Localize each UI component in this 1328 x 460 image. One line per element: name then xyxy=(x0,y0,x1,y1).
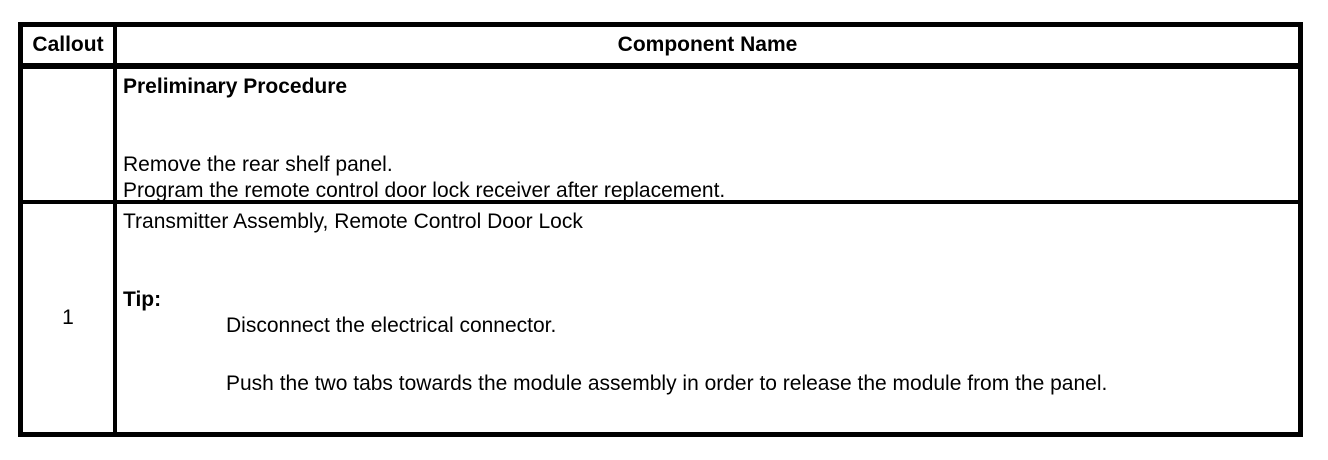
header-callout-label: Callout xyxy=(32,33,104,56)
header-component-cell: Component Name xyxy=(117,27,1298,63)
tip-label: Tip: xyxy=(123,288,162,311)
component-table: Callout Component Name Preliminary Proce… xyxy=(18,22,1303,437)
transmitter-body-cell: Transmitter Assembly, Remote Control Doo… xyxy=(117,204,1298,432)
callout-number: 1 xyxy=(62,306,74,329)
preliminary-procedure-title: Preliminary Procedure xyxy=(123,75,348,98)
preliminary-body-cell: Preliminary Procedure Remove the rear sh… xyxy=(117,69,1298,200)
preliminary-procedure-row: Preliminary Procedure Remove the rear sh… xyxy=(23,63,1298,200)
tip-step-push-tabs: Push the two tabs towards the module ass… xyxy=(226,372,1108,395)
header-component-label: Component Name xyxy=(617,33,798,56)
table-header-row: Callout Component Name xyxy=(23,27,1298,63)
component-name-transmitter-assembly: Transmitter Assembly, Remote Control Doo… xyxy=(123,210,583,233)
tip-step-disconnect-connector: Disconnect the electrical connector. xyxy=(226,314,557,337)
callout-number-cell: 1 xyxy=(23,204,117,432)
step-program-receiver: Program the remote control door lock rec… xyxy=(123,179,726,200)
transmitter-assembly-row: 1 Transmitter Assembly, Remote Control D… xyxy=(23,200,1298,432)
preliminary-callout-cell xyxy=(23,69,117,200)
header-callout-cell: Callout xyxy=(23,27,117,63)
step-remove-rear-shelf-panel: Remove the rear shelf panel. xyxy=(123,153,393,176)
